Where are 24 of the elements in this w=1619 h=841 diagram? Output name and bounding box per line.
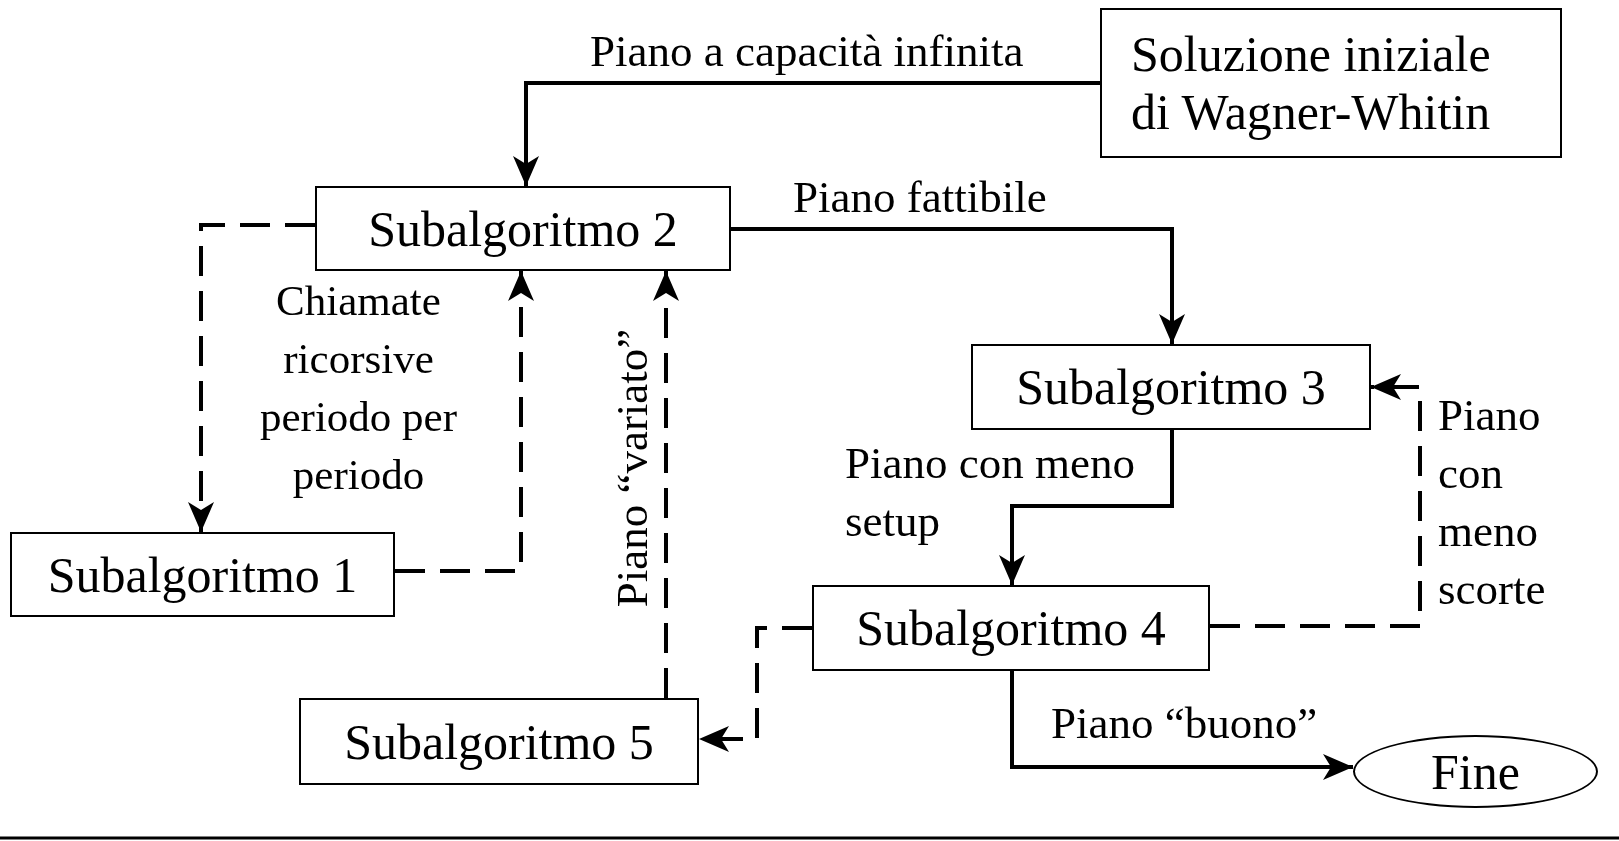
node-text: Subalgoritmo 1 — [47, 545, 358, 604]
node-text: Subalgoritmo 4 — [856, 599, 1166, 657]
dashed-arrow — [188, 223, 315, 532]
arrow — [1010, 671, 1353, 780]
process-box — [971, 344, 1371, 430]
edge-label: Piano con meno setup — [845, 437, 1136, 548]
process-box — [315, 186, 731, 271]
process-box — [812, 585, 1210, 671]
node-text: Subalgoritmo 2 — [368, 199, 678, 258]
node-text: Fine — [1431, 742, 1520, 801]
dashed-arrow — [1210, 374, 1422, 628]
node-text: Soluzione iniziale di Wagner-Whitin — [1131, 25, 1492, 141]
dashed-arrow — [395, 271, 534, 573]
dashed-arrow — [653, 271, 679, 698]
dashed-arrow — [699, 626, 812, 752]
process-box — [10, 532, 395, 617]
arrow — [731, 227, 1185, 344]
node-text: Subalgoritmo 5 — [344, 712, 654, 771]
arrow — [513, 81, 1100, 186]
process-box — [299, 698, 699, 785]
node-text: Subalgoritmo 3 — [1016, 358, 1326, 416]
edge-label: Piano con meno scorte — [1438, 389, 1547, 616]
process-box — [1100, 8, 1562, 158]
arrow — [999, 430, 1174, 585]
